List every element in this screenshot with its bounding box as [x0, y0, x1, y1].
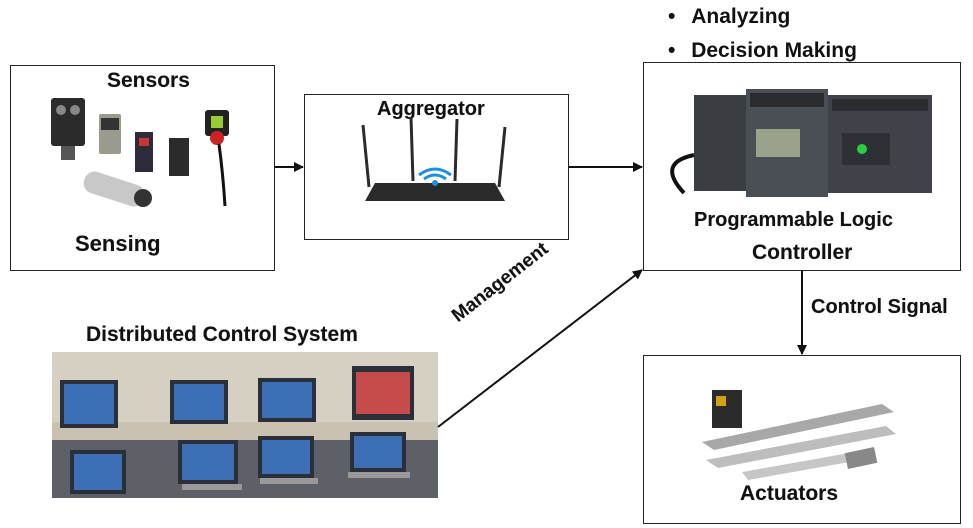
sensors-subtitle: Sensing [75, 231, 161, 256]
plc-label-line1: Programmable Logic [694, 209, 893, 231]
bullet-symbol: • [668, 39, 676, 62]
dcs-title: Distributed Control System [86, 323, 358, 346]
actuators-title: Actuators [740, 482, 839, 505]
control-signal-label: Control Signal [811, 296, 948, 318]
bullet-text: Analyzing [691, 5, 791, 28]
plc-label-line2: Controller [752, 241, 853, 264]
actuators-image [702, 390, 896, 480]
dcs-image [52, 352, 438, 498]
sensors-image [51, 98, 229, 207]
bullet-analyzing: • Analyzing [668, 5, 790, 29]
aggregator-box: Aggregator [304, 94, 569, 240]
actuators-box: Actuators [643, 355, 961, 524]
plc-image [670, 89, 932, 197]
bullet-text: Decision Making [691, 39, 857, 62]
bullet-decision-making: • Decision Making [668, 39, 857, 63]
plc-box: Programmable Logic Controller [643, 62, 961, 271]
aggregator-title: Aggregator [377, 98, 485, 120]
sensors-title: Sensors [107, 69, 190, 92]
dcs-to-plc-arrow [437, 269, 643, 428]
bullet-symbol: • [668, 5, 676, 28]
router-image [361, 116, 507, 201]
sensors-box: Sensors Sensing [10, 65, 275, 271]
